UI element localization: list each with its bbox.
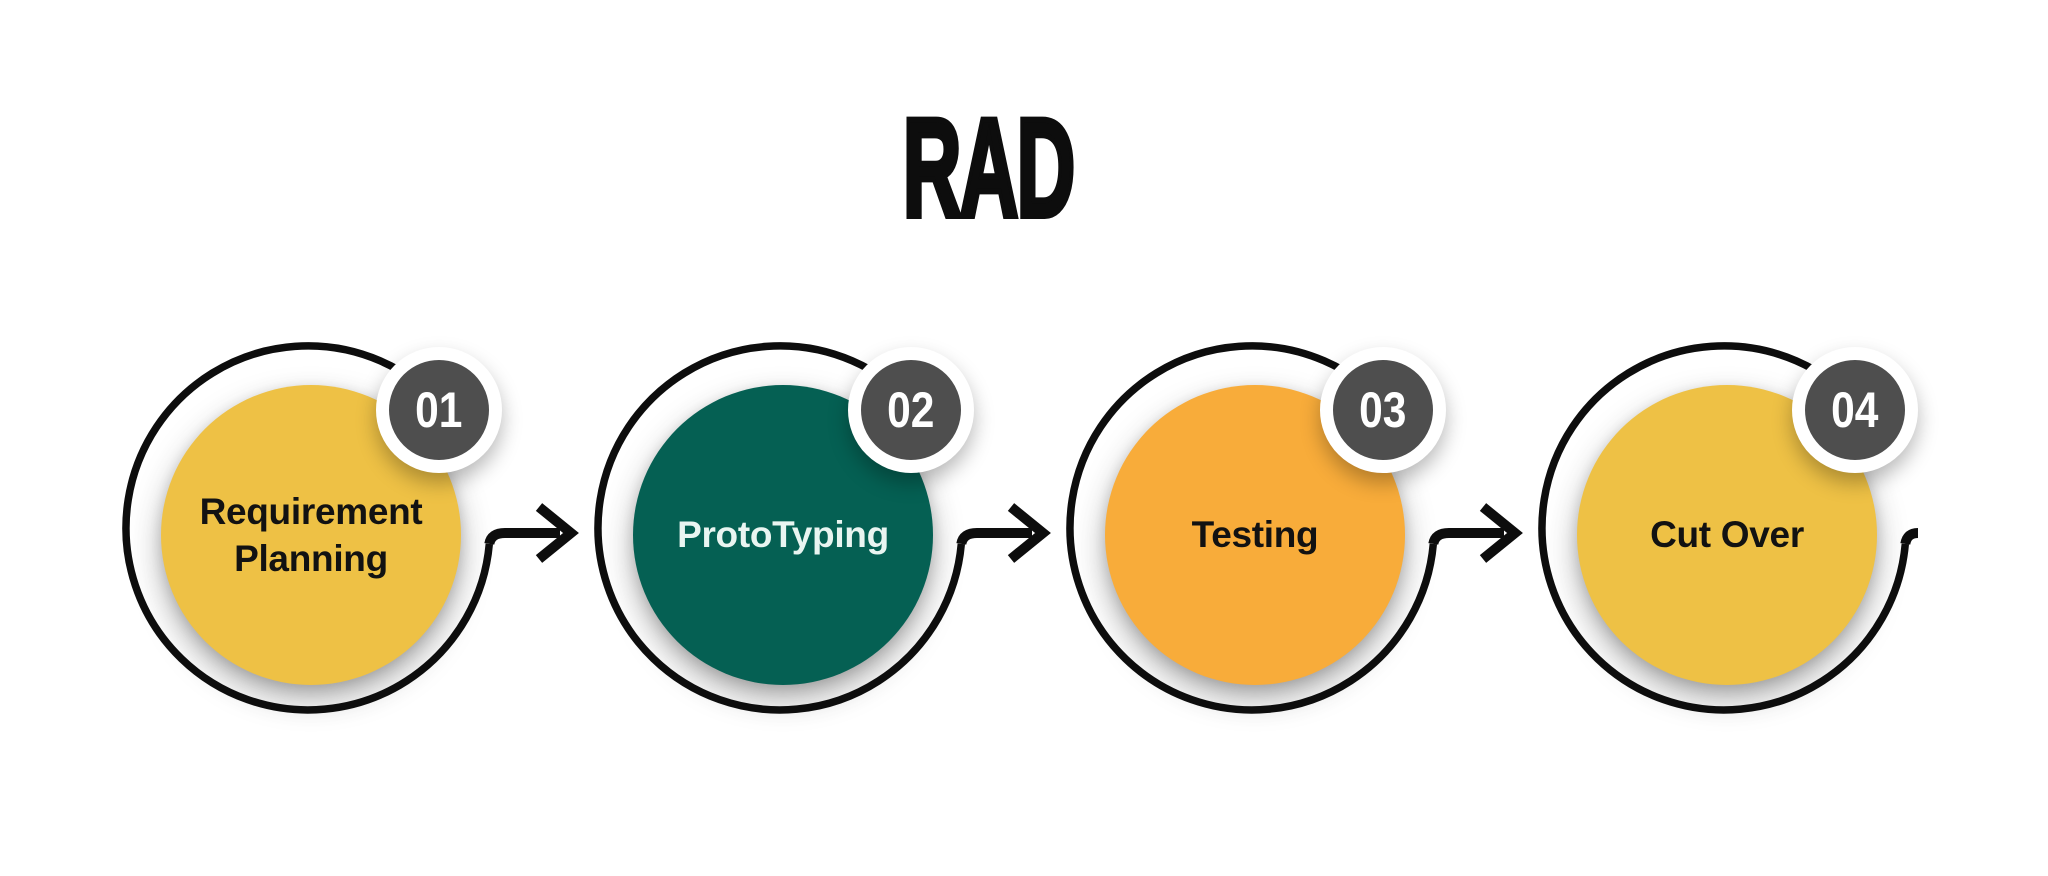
connector-line <box>956 528 1032 546</box>
step-3-number-badge: 03 <box>1320 347 1446 473</box>
step-1-number-badge: 01 <box>376 347 502 473</box>
step-3-number: 03 <box>1359 382 1407 438</box>
step-2: ProtoTyping 02 <box>580 325 1070 795</box>
step-1-number: 01 <box>415 382 463 438</box>
arrowhead-icon <box>1479 503 1523 563</box>
step-1: Requirement Planning 01 <box>108 325 598 795</box>
step-3: Testing 03 <box>1052 325 1542 795</box>
step-2-number-badge: 02 <box>848 347 974 473</box>
step-4-number-badge: 04 <box>1792 347 1918 473</box>
connector-line <box>1428 528 1504 546</box>
page-title: RAD <box>901 89 1077 246</box>
step-4: Cut Over 04 <box>1524 325 2014 795</box>
step-4-number: 04 <box>1831 382 1879 438</box>
title-row: RAD <box>0 89 1976 246</box>
connector-line <box>484 528 560 546</box>
step-2-number: 02 <box>887 382 935 438</box>
arrowhead-icon <box>535 503 579 563</box>
connector-stub <box>1900 528 1919 545</box>
step-2-label: ProtoTyping <box>677 514 889 556</box>
arrowhead-icon <box>1007 503 1051 563</box>
step-1-label: Requirement Planning <box>199 490 423 579</box>
step-4-label: Cut Over <box>1650 514 1804 556</box>
step-3-label: Testing <box>1191 514 1319 556</box>
